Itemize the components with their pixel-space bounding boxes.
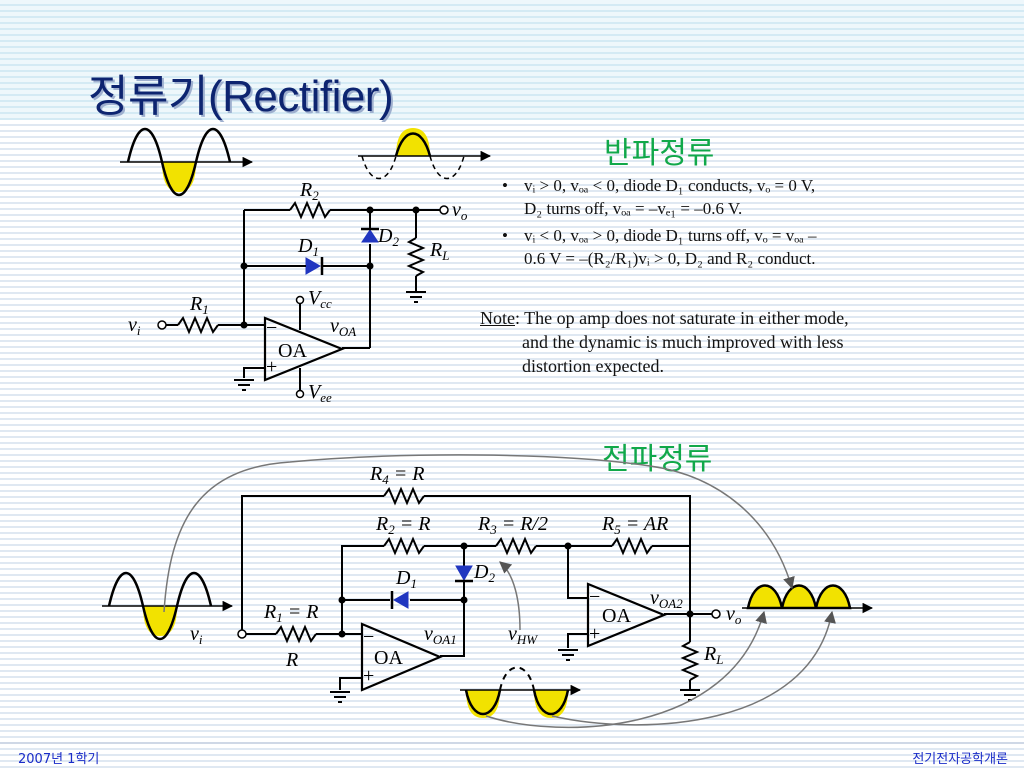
label-vi: vi: [128, 314, 141, 338]
label-r1: R1: [189, 293, 209, 317]
label-d1-full: D1: [395, 567, 417, 591]
half-wave-output-waveform: [358, 128, 492, 179]
label-vcc: Vcc: [308, 287, 332, 311]
label-r3: R3 = R/2: [477, 513, 548, 537]
label-oa2: OA: [602, 605, 631, 627]
full-wave-input-waveform: [102, 572, 234, 640]
vhw-waveform: [460, 666, 582, 718]
annotation-arrows: [163, 454, 836, 729]
node: [686, 610, 694, 618]
label-oa: OA: [278, 340, 307, 362]
label-minus: −: [589, 586, 600, 608]
note-head: Note: [480, 308, 515, 328]
title-band: [0, 0, 1024, 120]
node: [564, 542, 572, 550]
label-vee: Vee: [308, 381, 332, 405]
half-wave-heading: 반파정류: [604, 136, 715, 171]
node: [366, 262, 374, 270]
bullet-line: vᵢ > 0, vₒₐ < 0, diode D₁ conducts, vₒ =…: [524, 176, 816, 195]
vcc-terminal: [295, 295, 305, 305]
label-vo-full: vo: [726, 603, 742, 627]
note-line: : The op amp does not saturate in either…: [515, 308, 849, 328]
full-wave-input-terminal: [237, 629, 247, 639]
label-r2-full: R2 = R: [375, 513, 430, 537]
node: [240, 321, 248, 329]
diode-d2-half: [361, 227, 379, 243]
label-minus: −: [266, 317, 277, 339]
node: [460, 596, 468, 604]
full-wave-circuit: [241, 486, 712, 703]
full-wave-heading: 전파정류: [602, 442, 713, 477]
half-wave-input-terminal: [157, 320, 167, 330]
label-voa: vOA: [330, 315, 356, 339]
label-r1-full: R1 = R: [263, 601, 318, 625]
note-block: Note: The op amp does not saturate in ei…: [480, 306, 920, 378]
label-plus: +: [589, 623, 600, 645]
label-r-below: R: [285, 649, 298, 671]
footer-semester: 2007년 1학기: [18, 752, 100, 767]
label-rl: RL: [429, 239, 449, 263]
label-minus: −: [363, 626, 374, 648]
node: [338, 596, 346, 604]
bullet-line: D₂ turns off, vₒₐ = –vₑ₁ = –0.6 V.: [524, 199, 743, 218]
node: [338, 630, 346, 638]
footer-divider: [0, 742, 1024, 744]
label-r2: R2: [299, 179, 319, 203]
half-wave-input-waveform: [120, 128, 254, 196]
label-r4: R4 = R: [369, 463, 424, 487]
label-rl-full: RL: [703, 643, 723, 667]
label-vo: vo: [452, 199, 468, 223]
node: [366, 206, 374, 214]
node: [460, 542, 468, 550]
label-r5: R5 = AR: [601, 513, 668, 537]
half-wave-output-terminal: [439, 205, 449, 215]
label-d2: D2: [377, 225, 399, 249]
label-d2-full: D2: [473, 561, 495, 585]
half-wave-explanation: • vᵢ > 0, vₒₐ < 0, diode D₁ conducts, vₒ…: [500, 174, 920, 274]
node: [240, 262, 248, 270]
slide-title: 정류기(Rectifier): [88, 72, 394, 121]
label-plus: +: [363, 665, 374, 687]
bullet-line: vᵢ < 0, vₒₐ > 0, diode D₁ turns off, vₒ …: [524, 226, 817, 245]
label-voa2: vOA2: [650, 587, 683, 611]
label-vhw: vHW: [508, 623, 538, 647]
diode-d2-full: [455, 565, 473, 583]
note-line: and the dynamic is much improved with le…: [522, 332, 844, 352]
vee-terminal: [295, 389, 305, 399]
bullet-item: • vᵢ < 0, vₒₐ > 0, diode D₁ turns off, v…: [500, 224, 920, 270]
label-vi-full: vi: [190, 623, 203, 647]
diode-d1-full: [390, 591, 409, 609]
footer-course: 전기전자공학개론: [912, 752, 1008, 767]
bullet-line: 0.6 V = –(R₂/R₁)vᵢ > 0, D₂ and R₂ conduc…: [524, 249, 816, 268]
note-line: distortion expected.: [522, 356, 664, 376]
diode-d1-half: [300, 257, 324, 275]
full-wave-output-waveform: [742, 584, 874, 614]
label-d1: D1: [297, 235, 319, 259]
label-plus: +: [266, 356, 277, 378]
full-wave-output-terminal: [711, 609, 721, 619]
label-oa1: OA: [374, 647, 403, 669]
label-voa1: vOA1: [424, 623, 457, 647]
node: [412, 206, 420, 214]
bullet-item: • vᵢ > 0, vₒₐ < 0, diode D₁ conducts, vₒ…: [500, 174, 920, 220]
